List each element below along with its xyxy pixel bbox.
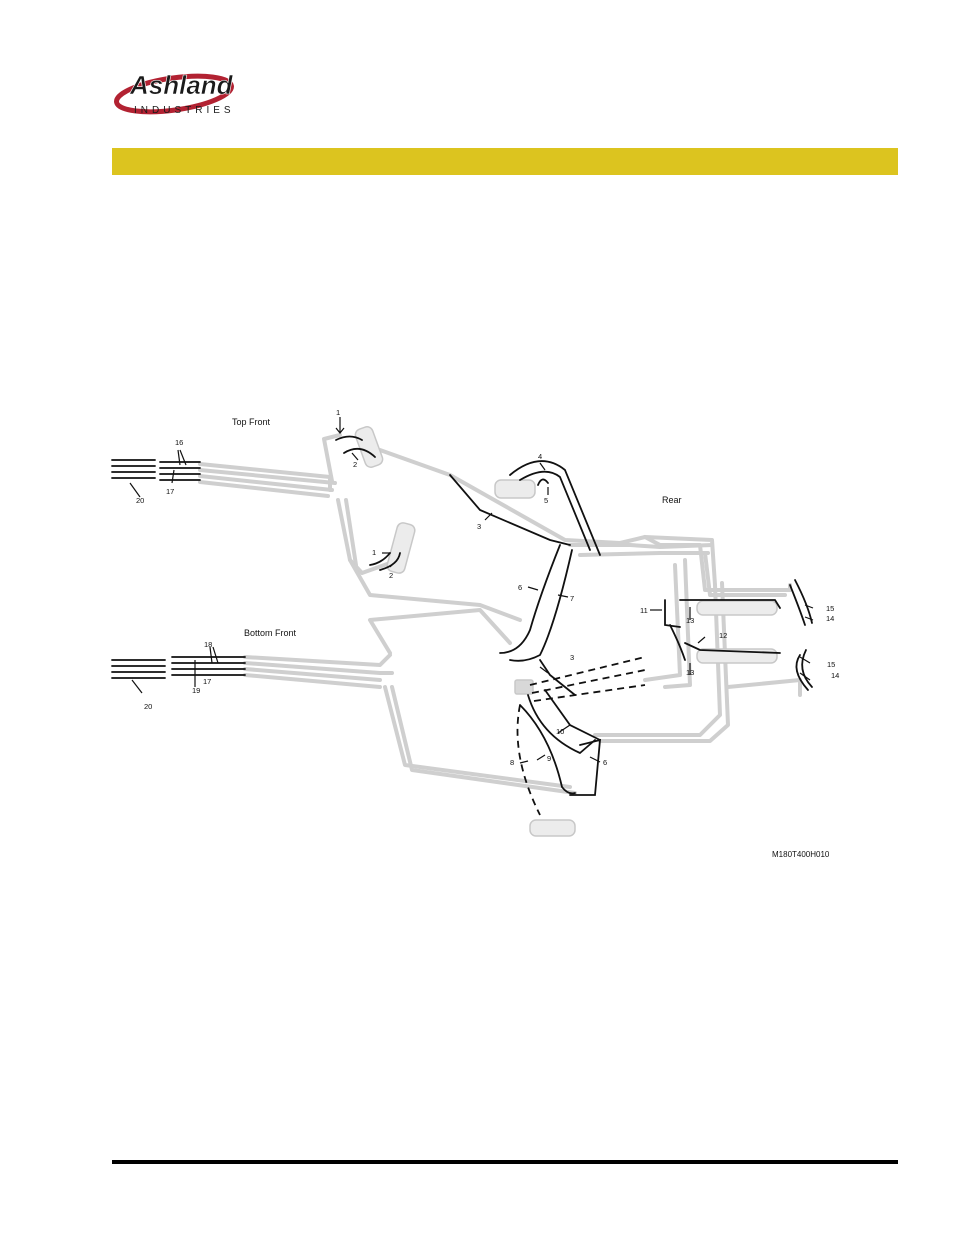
callout-6a: 6 [518,583,522,592]
callout-numbers: 1 2 1 2 3 3 4 5 6 6 7 8 9 10 11 12 13 13… [136,408,839,767]
logo-brand-text: Ashland [129,70,234,100]
hydraulic-lines-diagram: Top Front Bottom Front Rear M180T400H010… [111,408,839,859]
rear-upper-cylinder [696,600,778,616]
valve-block [514,679,534,695]
callout-16: 16 [175,438,183,447]
callout-5: 5 [544,496,548,505]
center-cylinder [494,479,536,499]
callout-3b: 3 [570,653,574,662]
callout-3a: 3 [477,522,481,531]
callout-15a: 15 [826,604,834,613]
callout-19: 19 [192,686,200,695]
section-banner [112,148,898,175]
top-front-lower-cylinder [386,522,416,574]
callout-11: 11 [640,606,648,615]
callout-8: 8 [510,758,514,767]
callout-6b: 6 [603,758,607,767]
callout-2a: 2 [353,460,357,469]
callout-13a: 13 [686,616,694,625]
callout-14a: 14 [826,614,834,623]
top-front-upper-cylinder [354,426,384,468]
callout-2b: 2 [389,571,393,580]
leader-arrows [129,417,814,764]
callout-10: 10 [556,727,564,736]
callout-7: 7 [570,594,574,603]
ashland-industries-logo: Ashland INDUSTRIES [114,70,235,116]
callout-17a: 17 [166,487,174,496]
callout-15b: 15 [827,660,835,669]
logo-sub-text: INDUSTRIES [134,105,235,116]
callout-20a: 20 [136,496,144,505]
callout-1b: 1 [372,548,376,557]
callout-14b: 14 [831,671,839,680]
bottom-cylinder [529,819,576,837]
callout-20b: 20 [144,702,152,711]
footer-rule [112,1160,898,1164]
callout-9: 9 [547,754,551,763]
callout-4: 4 [538,452,542,461]
callout-13b: 13 [686,668,694,677]
callout-1a: 1 [336,408,340,417]
callout-18: 18 [204,640,212,649]
dashed-hoses [516,656,646,816]
callout-12: 12 [719,631,727,640]
cylinders [354,426,778,837]
label-top-front: Top Front [232,417,271,427]
callout-17b: 17 [203,677,211,686]
label-rear: Rear [662,495,682,505]
drawing-id: M180T400H010 [772,850,830,859]
label-bottom-front: Bottom Front [244,628,297,638]
